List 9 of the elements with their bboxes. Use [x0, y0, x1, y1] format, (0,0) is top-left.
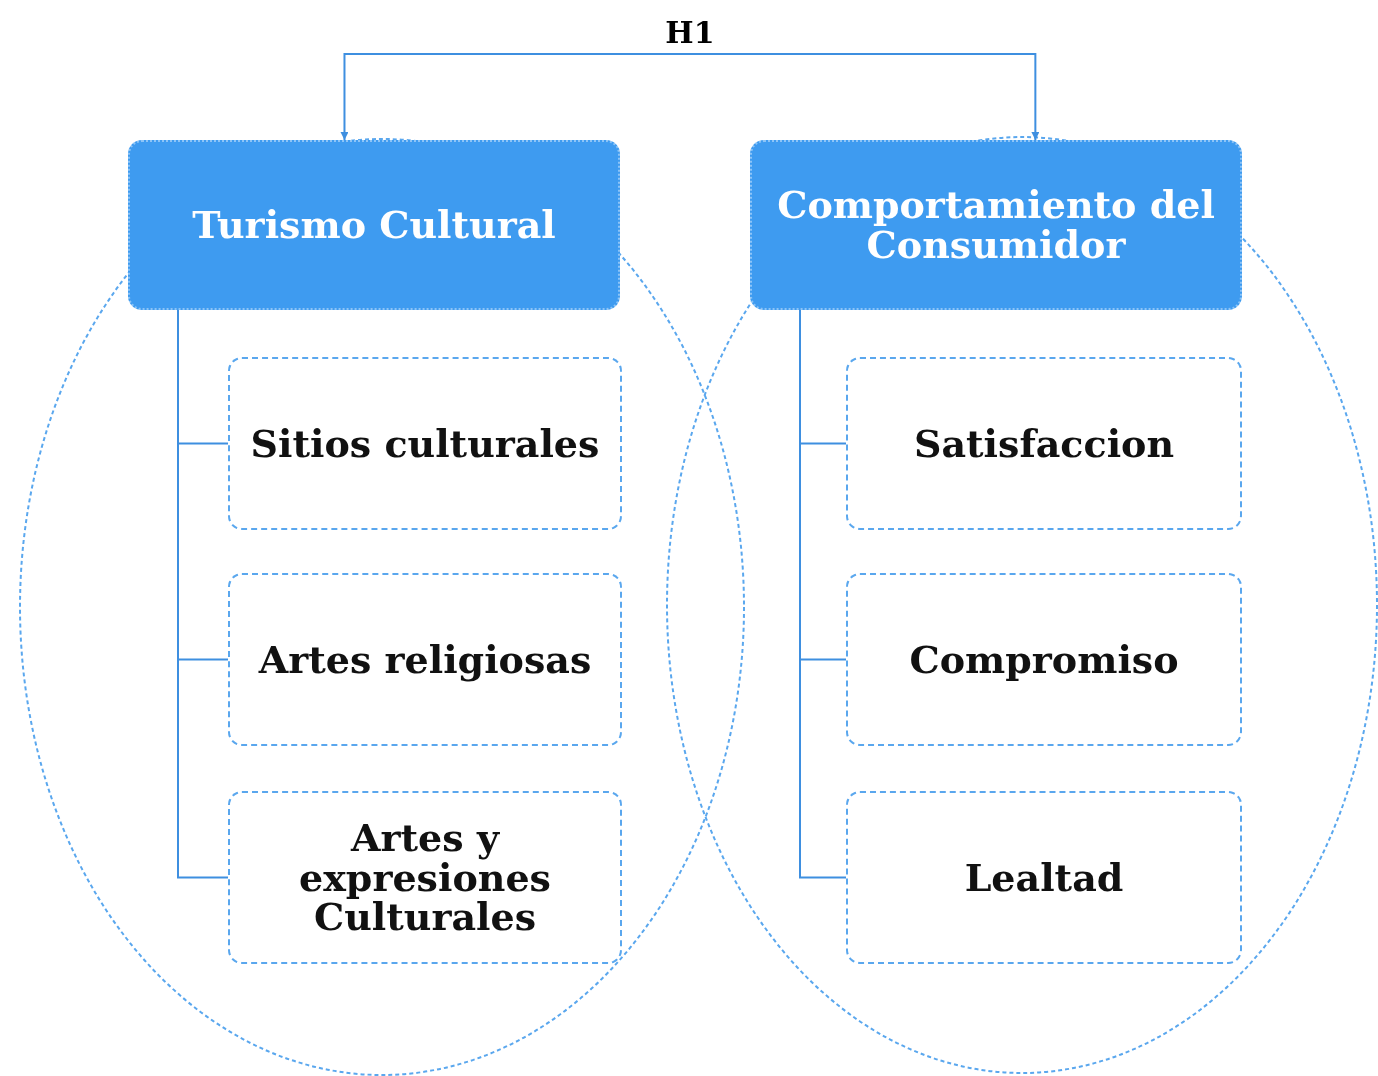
item-box: Sitios culturales [228, 357, 622, 530]
item-box: Artes religiosas [228, 573, 622, 746]
header-box: Turismo Cultural [128, 140, 620, 310]
item-box: Compromiso [846, 573, 1242, 746]
arrow [340, 53, 1040, 141]
item-box: Lealtad [846, 791, 1242, 964]
item-box: Artes y expresiones Culturales [228, 791, 622, 964]
item-box: Satisfaccion [846, 357, 1242, 530]
header-box: Comportamiento del Consumidor [750, 140, 1242, 310]
